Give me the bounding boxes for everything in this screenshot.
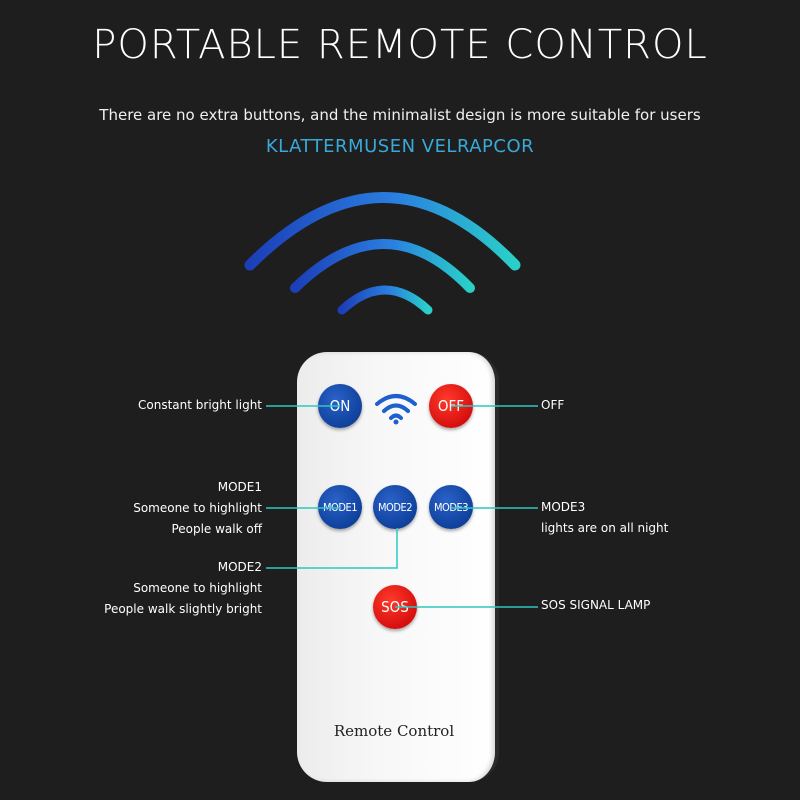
page-title: PORTABLE REMOTE CONTROL [92, 22, 708, 68]
signal-wave-inner [337, 285, 433, 315]
mode1-callout-line3: People walk off [171, 522, 262, 536]
mode2-callout-line2: Someone to highlight [133, 581, 262, 595]
page-subtitle: There are no extra buttons, and the mini… [99, 106, 701, 124]
mode3-callout-line2: lights are on all night [541, 521, 669, 535]
mode1-callout-line2: Someone to highlight [133, 501, 262, 515]
signal-waves-icon [244, 192, 521, 315]
mode1-callout-title: MODE1 [217, 480, 262, 494]
remote-control: ON OFF MODE1 MODE2 MODE3 SOS Remote Cont… [297, 352, 499, 782]
mode3-callout-title: MODE3 [541, 500, 586, 514]
mode1-button[interactable]: MODE1 [318, 485, 362, 529]
mode2-callout-line3: People walk slightly bright [104, 602, 262, 616]
brand-name: KLATTERMUSEN VELRAPCOR [265, 136, 535, 157]
signal-wave-middle [290, 239, 475, 293]
signal-wave-outer [244, 192, 521, 271]
remote-label: Remote Control [333, 722, 455, 740]
off-button[interactable]: OFF [429, 384, 473, 428]
mode3-button[interactable]: MODE3 [429, 485, 473, 529]
on-callout: Constant bright light [138, 398, 262, 412]
sos-callout: SOS SIGNAL LAMP [541, 598, 651, 612]
off-callout: OFF [541, 398, 565, 412]
wifi-signal-icon [375, 394, 417, 425]
mode2-button[interactable]: MODE2 [373, 485, 417, 529]
sos-button[interactable]: SOS [373, 585, 417, 629]
mode2-callout-title: MODE2 [217, 560, 262, 574]
on-button[interactable]: ON [318, 384, 362, 428]
